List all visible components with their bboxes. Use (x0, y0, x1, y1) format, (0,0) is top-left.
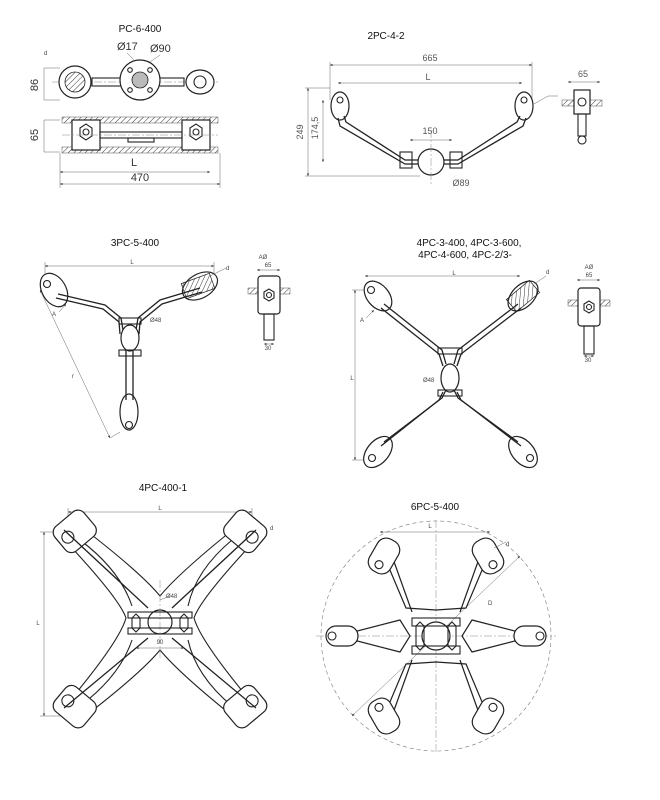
drawing-3pc-5-400: 3РС-5-400 L d A Ø48 r АØ 65 30 (39, 238, 291, 439)
pc6-title: РС-6-400 (119, 24, 162, 35)
pc4c-title: 4РС-400-1 (139, 483, 188, 494)
pc4x-d-label: d (546, 270, 549, 276)
pc4-span-label: 150 (422, 126, 437, 136)
pc3-L-label: L (130, 260, 134, 266)
pc4x-vert-label: L (350, 376, 354, 382)
drawing-4pc-400-1: 4РС-400-1 L d Ø48 90 L (36, 483, 273, 729)
drawing-2pc-4-2: 2РС-4-2 665 L 65 249 174,5 150 Ø89 (295, 31, 603, 188)
drawing-4pc-3-400: 4РС-3-400, 4РС-3-600, 4РС-4-600, 4РС-2/3… (350, 238, 611, 469)
pc4x-ring-label: Ø48 (423, 378, 435, 384)
pc6s-d-label: d (506, 542, 509, 548)
drawing-6pc-5-400: 6РС-5-400 L d D (316, 502, 556, 752)
pc4x-title-line1: 4РС-3-400, 4РС-3-600, (417, 238, 522, 249)
pc4x-slot-label: 30 (585, 358, 592, 364)
pc6s-L-label: L (428, 524, 432, 530)
pc4c-L-label: L (158, 506, 162, 512)
pc6s-D-label: D (488, 601, 493, 607)
pc4x-width-label: 65 (586, 273, 593, 279)
pc4-width-label: 65 (578, 69, 588, 79)
pc4-ring-label: Ø89 (452, 178, 469, 188)
pc4x-view-label: АØ (585, 265, 594, 271)
pc3-r-label: r (72, 374, 74, 380)
pc3-slot-label: 30 (265, 346, 272, 352)
pc6-side-height-label: 65 (29, 129, 41, 141)
pc4c-vert-label: L (36, 621, 40, 627)
pc4-total-label: 665 (422, 53, 437, 63)
pc4-title: 2РС-4-2 (367, 31, 405, 42)
pc3-title: 3РС-5-400 (111, 238, 160, 249)
pc6-hole-label: Ø17 (117, 41, 138, 53)
pc3-d-label: d (226, 266, 229, 272)
pc6-disc-label: Ø90 (150, 43, 171, 55)
pc4c-span-label: 90 (157, 640, 164, 646)
pc6-d-label: d (44, 51, 47, 57)
pc6s-title: 6РС-5-400 (411, 502, 460, 513)
pc6-L-label: L (131, 157, 137, 169)
pc4-height-label: 249 (295, 124, 305, 139)
pc3-view-label: АØ (259, 255, 268, 261)
pc4-L-label: L (425, 72, 430, 82)
pc4x-L-label: L (452, 271, 456, 277)
pc4x-A-label: A (360, 318, 364, 324)
pc6-height-label: 86 (29, 79, 41, 91)
drawing-pc6-400: РС-6-400 Ø17 Ø90 d 86 65 L 470 (29, 24, 221, 188)
pc3-width-label: 65 (265, 263, 272, 269)
pc4x-title-line2: 4РС-4-600, 4РС-2/3- (418, 250, 512, 261)
pc4-inner-height-label: 174,5 (310, 117, 320, 140)
pc3-ring-label: Ø48 (150, 318, 162, 324)
pc4c-ring-label: Ø48 (166, 594, 178, 600)
pc4c-d-label: d (270, 526, 273, 532)
pc6-length-label: 470 (131, 172, 149, 184)
